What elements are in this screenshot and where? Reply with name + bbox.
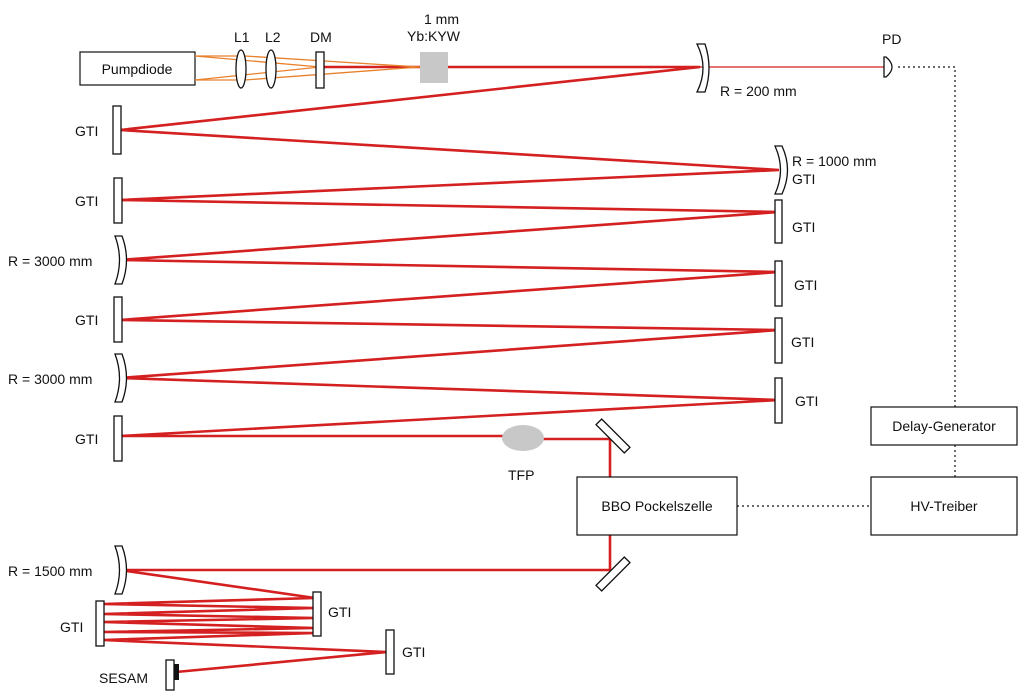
- tfp-pockels-section: TFP BBO Pockelszelle: [502, 418, 738, 592]
- gti-left-1-label: GTI: [75, 123, 98, 139]
- fold-mirror-lower: [595, 556, 631, 592]
- yb-kyw-crystal: [420, 52, 448, 83]
- signal-pd-to-delay: [898, 66, 956, 407]
- tfp-label: TFP: [508, 467, 534, 483]
- gti-mirror-left-1: [112, 105, 122, 155]
- curved-mirror-r1500: [114, 545, 128, 595]
- hv-driver-box: [870, 476, 1018, 536]
- photodiode-label: PD: [882, 31, 901, 47]
- gti-mirror-right-3: [774, 317, 783, 364]
- r1500-label: R = 1500 mm: [8, 563, 92, 579]
- gti-mirror-lower-right: [385, 629, 395, 675]
- gti-mirror-left-4: [113, 415, 123, 462]
- gti-left-2-label: GTI: [75, 193, 98, 209]
- hv-driver-label: HV-Treiber: [910, 498, 978, 514]
- gti-right-3-label: GTI: [791, 334, 814, 350]
- crystal-label-line2: Yb:KYW: [407, 28, 461, 44]
- pump-beam-lower: [194, 66, 321, 81]
- sesam-mount: [165, 659, 175, 691]
- curved-mirror-r200: [695, 43, 710, 93]
- gti-mirror-right-4: [774, 377, 783, 424]
- left-mirrors: GTI GTI R = 3000 mm GTI R = 3000 mm GTI: [8, 105, 128, 462]
- curved-mirror-r3000-upper: [114, 235, 128, 285]
- pump-section: Pumpdiode L1 L2 DM 1 mm Yb:KYW: [79, 11, 461, 89]
- fold-mirror-upper: [595, 418, 631, 454]
- gti-r1000-label: GTI: [792, 171, 815, 187]
- electronics-section: Delay-Generator HV-Treiber: [737, 66, 1018, 536]
- gti-mirror-multipass-right: [312, 591, 322, 637]
- gti-right-1-label: GTI: [792, 219, 815, 235]
- curved-mirror-r1000: [773, 145, 789, 195]
- lens-l1: [235, 49, 247, 89]
- lower-section: R = 1500 mm GTI GTI GTI SESAM: [8, 545, 425, 691]
- gti-left-4-label: GTI: [75, 431, 98, 447]
- lens-l2: [265, 49, 277, 89]
- laser-beam-path: [102, 65, 884, 674]
- gti-lower-right-label: GTI: [402, 644, 425, 660]
- beam-gti-multipass: [102, 596, 388, 674]
- sesam-label: SESAM: [99, 670, 148, 686]
- gti-mirror-left-2: [113, 177, 123, 224]
- gti-multipass-left-label: GTI: [60, 619, 83, 635]
- gti-right-2-label: GTI: [794, 277, 817, 293]
- sesam-absorber: [174, 664, 179, 680]
- lens-l2-label: L2: [265, 29, 281, 45]
- gti-mirror-right-2: [774, 260, 783, 307]
- bbo-pockels-cell-box: [576, 476, 738, 536]
- pump-beam-upper: [194, 55, 321, 68]
- delay-generator-box: [870, 406, 1018, 446]
- dichroic-mirror-label: DM: [310, 29, 332, 45]
- r200-label: R = 200 mm: [720, 83, 797, 99]
- curved-mirror-r200-group: R = 200 mm PD: [695, 31, 901, 99]
- curved-mirror-r3000-lower: [114, 353, 128, 403]
- gti-multipass-right-label: GTI: [328, 604, 351, 620]
- delay-generator-label: Delay-Generator: [892, 418, 996, 434]
- pumpdiode-label: Pumpdiode: [102, 61, 173, 77]
- gti-mirror-right-1: [774, 199, 783, 244]
- dichroic-mirror-dm: [315, 51, 325, 89]
- gti-mirror-multipass-left: [95, 600, 105, 647]
- gti-left-3-label: GTI: [75, 312, 98, 328]
- bbo-pockels-label: BBO Pockelszelle: [601, 498, 712, 514]
- gti-right-4-label: GTI: [795, 393, 818, 409]
- lens-l1-label: L1: [234, 29, 250, 45]
- r3000-upper-label: R = 3000 mm: [8, 253, 92, 269]
- photodiode-pd: [883, 56, 893, 78]
- gti-mirror-left-3: [113, 296, 123, 343]
- crystal-label-line1: 1 mm: [424, 11, 459, 27]
- beam-zigzag-main: [119, 65, 780, 438]
- beam-tfp-pockels: [119, 437, 612, 600]
- r3000-lower-label: R = 3000 mm: [8, 371, 92, 387]
- right-mirrors: R = 1000 mm GTI GTI GTI GTI GTI: [773, 145, 876, 424]
- r1000-label: R = 1000 mm: [792, 153, 876, 169]
- pumpdiode-box: [79, 51, 196, 86]
- thin-film-polarizer: [502, 425, 544, 451]
